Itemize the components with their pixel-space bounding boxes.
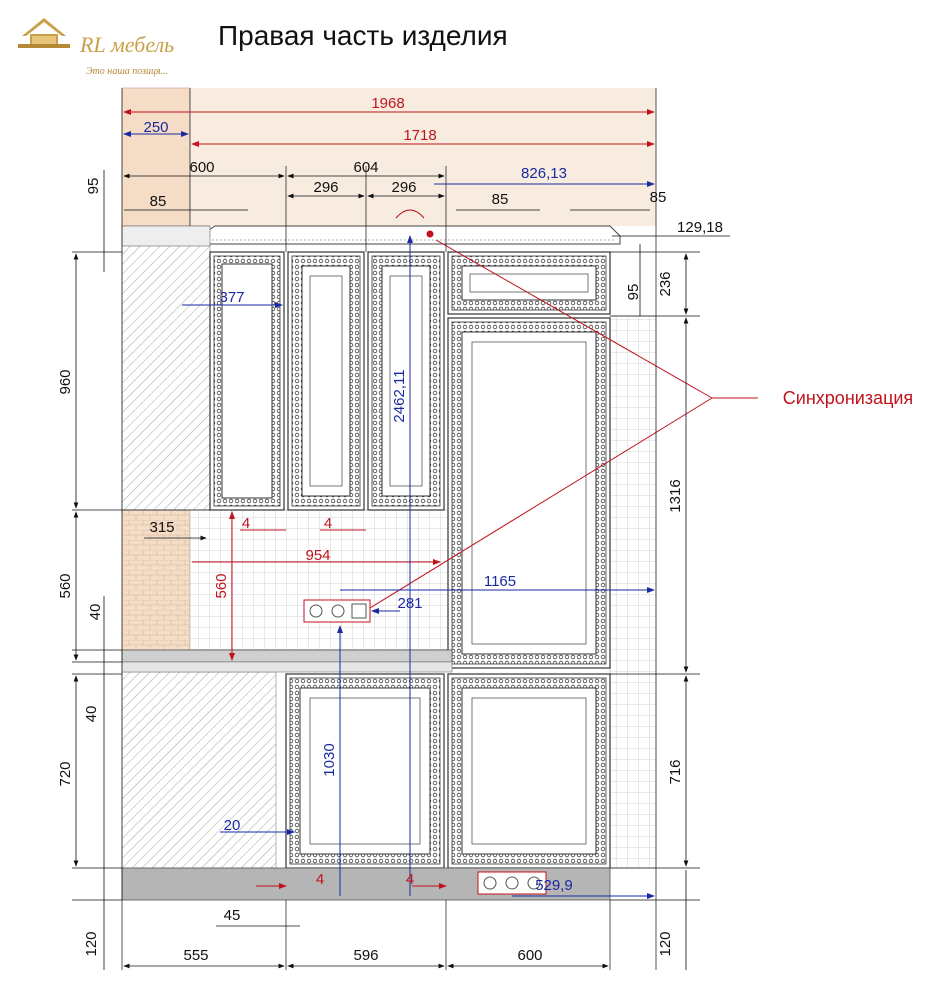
dim-1718: 1718 (403, 127, 436, 144)
dim-4-b: 4 (324, 515, 332, 532)
dim-20: 20 (224, 817, 241, 834)
dim-85-b: 85 (492, 191, 509, 208)
dimension-lines-black (73, 170, 730, 970)
page-title: Правая часть изделия (218, 20, 508, 51)
dim-555: 555 (183, 947, 208, 964)
dim-716: 716 (667, 759, 684, 784)
dim-120-left: 120 (83, 931, 100, 956)
dim-85-c: 85 (650, 189, 667, 206)
countertop (121, 649, 453, 673)
dim-596: 596 (353, 947, 378, 964)
dim-40-a: 40 (87, 604, 104, 621)
header: RL мебель Это наша позиця... Правая част… (0, 0, 948, 80)
dim-40-b: 40 (83, 706, 100, 723)
dim-1030: 1030 (321, 743, 338, 776)
dim-960: 960 (57, 369, 74, 394)
dim-95-top-left: 95 (85, 178, 102, 195)
dim-600-top: 600 (189, 159, 214, 176)
dim-2462: 2462,11 (391, 369, 408, 422)
lower-cabinet-left (285, 673, 445, 869)
dim-281: 281 (397, 595, 422, 612)
upper-cabinet-door-2 (367, 251, 445, 511)
brand-logo: RL мебель Это наша позиця... (18, 14, 208, 77)
dim-296-b: 296 (391, 179, 416, 196)
dim-560-inner: 560 (213, 573, 230, 598)
dim-604: 604 (353, 159, 378, 176)
dim-1316: 1316 (667, 479, 684, 512)
dim-4-d: 4 (406, 871, 414, 888)
dim-529: 529,9 (535, 877, 573, 894)
dim-85-a: 85 (150, 193, 167, 210)
logo-text: RL мебель (80, 32, 175, 57)
dim-4-c: 4 (316, 871, 324, 888)
upper-cabinet-left (209, 251, 285, 511)
dim-315: 315 (149, 519, 174, 536)
dimension-lines-blue (123, 131, 655, 899)
dim-120-right: 120 (657, 931, 674, 956)
dim-95-right: 95 (625, 284, 642, 301)
wall-sockets-upper (303, 599, 371, 623)
dim-377: 377 (219, 289, 244, 306)
dim-600-bottom: 600 (517, 947, 542, 964)
tall-cabinet-middle-door (447, 317, 611, 669)
dim-826: 826,13 (521, 165, 567, 182)
dim-236: 236 (657, 271, 674, 296)
dim-1165: 1165 (484, 573, 516, 590)
crown-moulding (121, 225, 621, 247)
sync-annotation-label: Синхронизация (783, 388, 913, 408)
dim-4-a: 4 (242, 515, 250, 532)
dim-720: 720 (57, 761, 74, 786)
dimension-lines-red (123, 109, 655, 889)
dim-45: 45 (224, 907, 241, 924)
sync-leader-lines (369, 209, 758, 609)
dim-560-left: 560 (57, 573, 74, 598)
extension-lines (72, 88, 700, 970)
dim-129: 129,18 (677, 219, 723, 236)
dim-954: 954 (305, 547, 330, 564)
lower-cabinet-right (447, 673, 611, 869)
dimension-labels: 1968 250 1718 600 604 296 296 826,13 85 … (57, 95, 913, 964)
dim-296-a: 296 (313, 179, 338, 196)
upper-cabinet-door-1 (287, 251, 365, 511)
wall-sockets-lower (477, 871, 547, 895)
dim-1968: 1968 (371, 95, 404, 112)
logo-tagline: Это наша позиця... (86, 66, 169, 77)
dim-250: 250 (143, 119, 168, 136)
house-logo-icon (18, 18, 70, 48)
